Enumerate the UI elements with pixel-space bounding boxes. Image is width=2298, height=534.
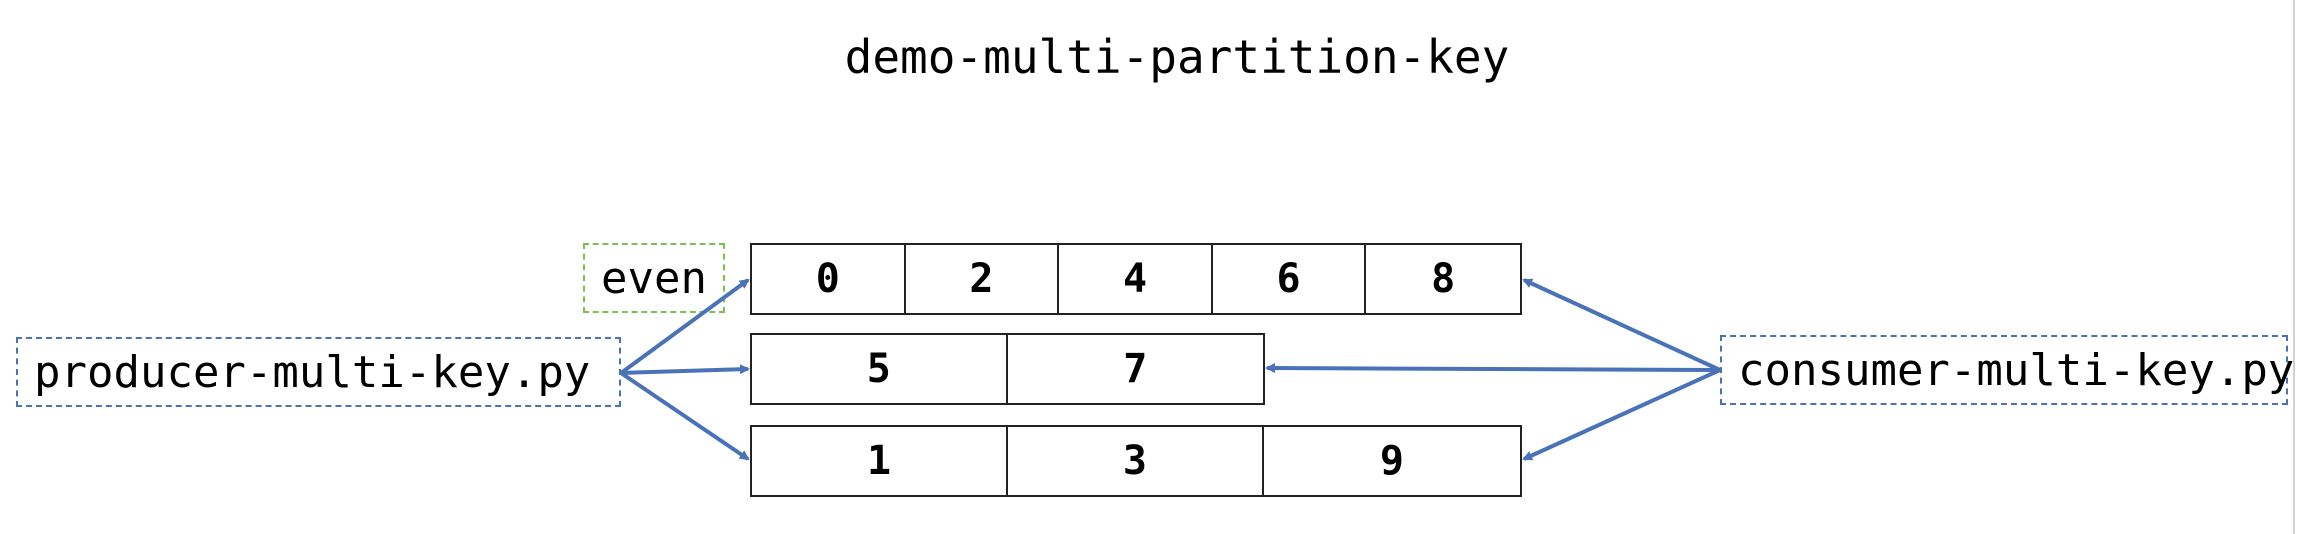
diagram-title: demo-multi-partition-key — [844, 30, 1510, 84]
consumer-to-even-arrow — [1522, 278, 1721, 372]
partition-even: 0 2 4 6 8 — [750, 243, 1522, 315]
producer-label: producer-multi-key.py — [34, 346, 591, 398]
consumer-label: consumer-multi-key.py — [1738, 344, 2295, 396]
even-label: even — [601, 252, 707, 304]
partition-bottom: 1 3 9 — [750, 425, 1522, 497]
producer-to-middle-arrow — [620, 364, 750, 375]
partition-cell: 0 — [752, 245, 906, 313]
producer-box: producer-multi-key.py — [16, 337, 621, 407]
partition-cell: 4 — [1059, 245, 1213, 313]
partition-cell: 6 — [1213, 245, 1367, 313]
partition-cell: 5 — [752, 335, 1008, 403]
consumer-to-bottom-arrow — [1522, 368, 1721, 461]
partition-cell: 7 — [1123, 346, 1148, 392]
page-edge-divider — [2293, 0, 2295, 534]
producer-to-even-arrow — [619, 278, 750, 375]
partition-cell: 1 — [752, 427, 1008, 495]
even-label-box: even — [583, 243, 725, 313]
partition-cell: 3 — [1008, 427, 1264, 495]
consumer-box: consumer-multi-key.py — [1720, 335, 2294, 405]
partition-cell: 8 — [1431, 256, 1456, 302]
partition-middle: 5 7 — [750, 333, 1265, 405]
partition-cell: 2 — [906, 245, 1060, 313]
producer-to-bottom-arrow — [619, 371, 750, 461]
consumer-to-middle-arrow — [1265, 363, 1721, 374]
partition-cell: 9 — [1379, 438, 1405, 484]
